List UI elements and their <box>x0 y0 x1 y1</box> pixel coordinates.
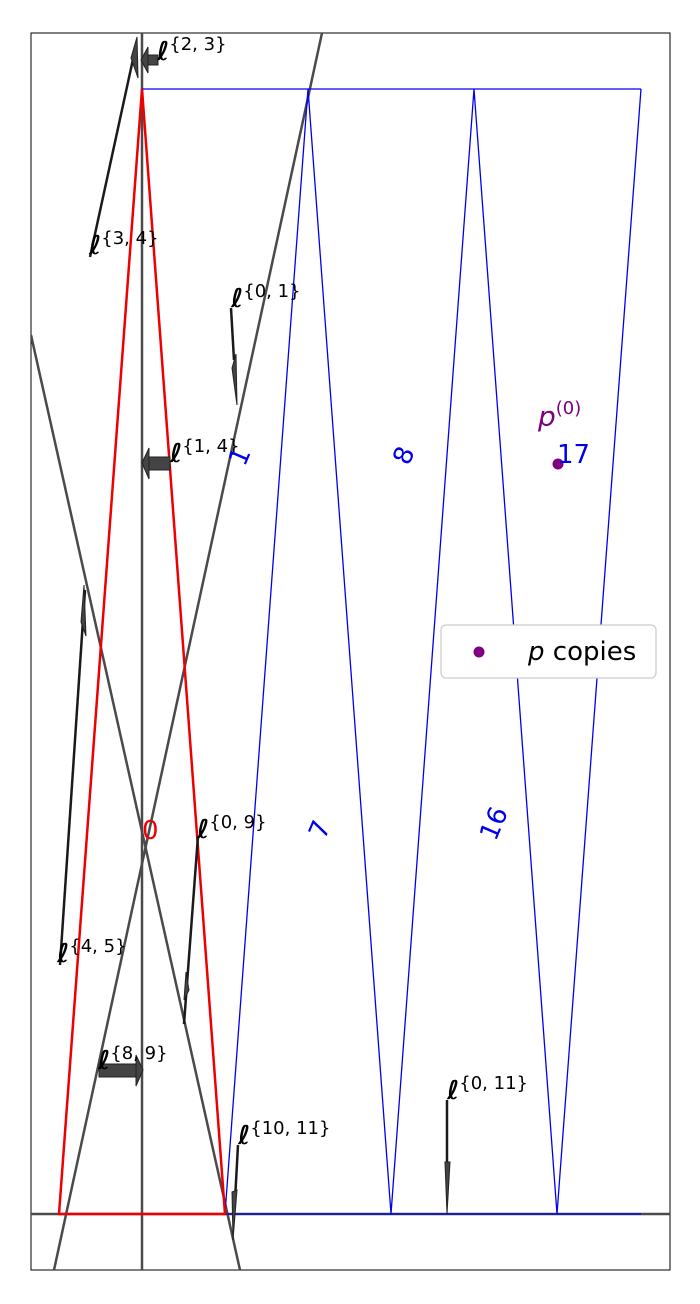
arrow-l34 <box>88 36 139 258</box>
cell-label-17: 17 <box>557 440 590 470</box>
arrow-l011 <box>444 1100 451 1215</box>
red-triangle <box>57 88 227 1216</box>
blue-net <box>142 88 642 1215</box>
cell-label-7: 7 <box>303 816 337 843</box>
arrow-l14 <box>141 447 171 480</box>
label-l01: ℓ{0, 1} <box>230 281 301 314</box>
point-label-p0: p(0) <box>537 398 581 433</box>
line-labels: ℓ{2, 3} ℓ{3, 4} ℓ{0, 1} ℓ{1, 4} ℓ{0, 9} … <box>56 34 528 1151</box>
legend-marker <box>473 646 485 658</box>
arrow-l23 <box>140 46 159 74</box>
arrow-l89 <box>98 1054 144 1087</box>
arrow-l09 <box>182 835 200 1025</box>
cell-label-0: 0 <box>142 816 159 846</box>
label-l89: ℓ{8, 9} <box>97 1043 168 1076</box>
legend-box <box>440 624 657 679</box>
legend: p copies <box>440 624 657 679</box>
arrow-l1011 <box>231 1144 240 1241</box>
point-p0 <box>552 458 564 470</box>
label-l09: ℓ{0, 9} <box>196 812 267 845</box>
arrow-l45 <box>58 584 87 966</box>
cell-label-16: 16 <box>474 803 515 845</box>
label-l34: ℓ{3, 4} <box>88 228 159 261</box>
label-l23: ℓ{2, 3} <box>156 34 227 67</box>
blue-zigzag <box>224 88 642 1215</box>
label-l011: ℓ{0, 11} <box>446 1073 528 1106</box>
arrow-l01 <box>229 307 238 406</box>
label-l1011: ℓ{10, 11} <box>237 1118 330 1151</box>
label-l14: ℓ{1, 4} <box>169 436 240 469</box>
diagonal-line-a <box>52 33 324 1270</box>
cell-label-8: 8 <box>387 442 421 469</box>
diagonal-line-b <box>31 334 242 1270</box>
plot-frame <box>30 32 671 1271</box>
arrow-group <box>58 36 451 1241</box>
label-l45: ℓ{4, 5} <box>56 936 127 969</box>
legend-text: p copies <box>527 637 636 667</box>
